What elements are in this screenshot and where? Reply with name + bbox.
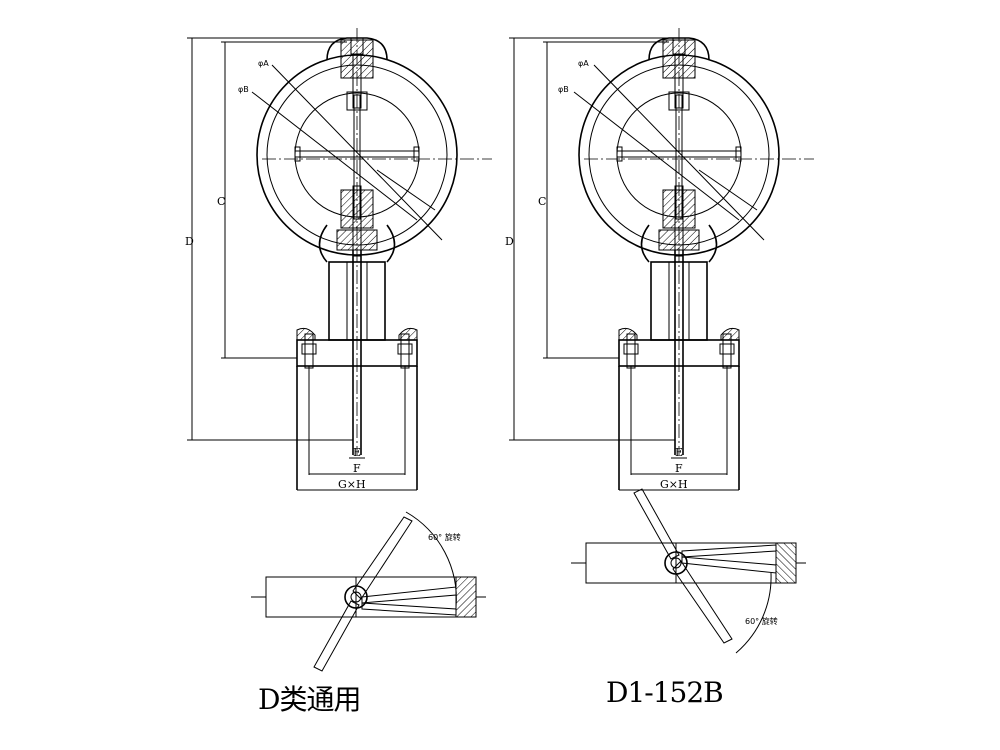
- callout-inner-right: φB: [558, 85, 569, 94]
- callout-outer-right: φA: [578, 59, 589, 68]
- rotation-label-right: 60° 旋转: [745, 616, 778, 626]
- dim-c-label-right: C: [538, 195, 546, 208]
- callout-outer-left: φA: [258, 59, 269, 68]
- dim-d-label-right: D: [505, 235, 514, 248]
- callout-inner-left: φB: [238, 85, 249, 94]
- caption-right: D1-152B: [606, 676, 724, 709]
- rotation-label-left: 60° 旋转: [428, 532, 461, 542]
- dim-f-label-left: F: [353, 462, 361, 475]
- dim-gxh-label-right: G×H: [660, 478, 688, 491]
- valve-drawing-left: [186, 27, 493, 491]
- valve-drawing-right: [508, 27, 815, 491]
- dim-d-label-left: D: [185, 235, 194, 248]
- rotation-view-left: [250, 511, 487, 672]
- rotation-view-right: [570, 488, 807, 654]
- dim-gxh-label-left: G×H: [338, 478, 366, 491]
- dim-e-label-left: E: [353, 446, 361, 459]
- caption-left: D类通用: [258, 683, 361, 716]
- dim-f-label-right: F: [675, 462, 683, 475]
- dim-c-label-left: C: [217, 195, 225, 208]
- dim-e-label-right: E: [675, 446, 683, 459]
